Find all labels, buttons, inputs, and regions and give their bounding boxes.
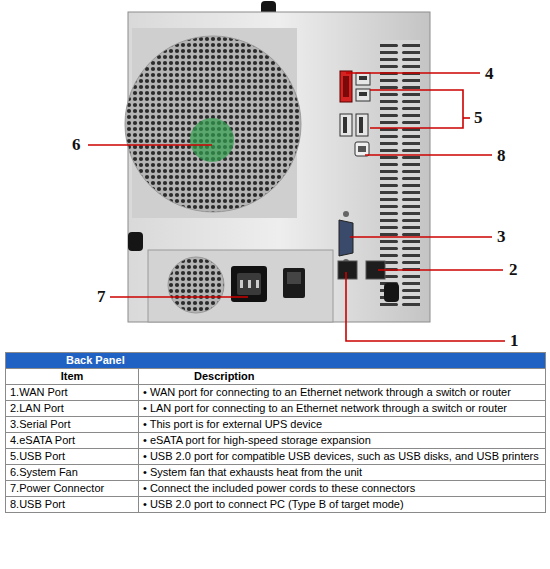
callout-number: 1: [510, 332, 519, 350]
table-title-cell: Back Panel: [6, 353, 546, 369]
leader-line: [110, 296, 248, 298]
table-cell: • USB 2.0 port to connect PC (Type B of …: [139, 497, 546, 513]
table-row: 8.USB Port • USB 2.0 port to connect PC (…: [6, 497, 546, 513]
table-cell: • This port is for external UPS device: [139, 417, 546, 433]
fan-grille: [125, 36, 301, 212]
power-socket-inner: [237, 273, 261, 295]
table-cell: 2.LAN Port: [6, 401, 139, 417]
table-row: 7.Power Connector • Connect the included …: [6, 481, 546, 497]
usb-tongue: [359, 76, 367, 80]
table-cell: Item: [6, 369, 139, 385]
side-foot: [384, 283, 399, 302]
usb-port: [356, 89, 370, 101]
leader-line: [346, 72, 480, 74]
item-name: 1.WAN Port: [10, 386, 68, 398]
usb-b-core: [358, 146, 366, 152]
usb-port: [340, 114, 352, 136]
usb-tongue: [359, 92, 367, 96]
table-row: 6.System Fan • System fan that exhausts h…: [6, 465, 546, 481]
leader-line: [346, 272, 505, 341]
fan-hub: [190, 118, 234, 162]
item-description: • eSATA port for high-speed storage expa…: [143, 434, 371, 446]
callout-number: 3: [497, 228, 506, 246]
table-cell: • System fan that exhausts heat from the…: [139, 465, 546, 481]
item-description: • This port is for external UPS device: [143, 418, 322, 430]
item-name: 8.USB Port: [10, 498, 65, 510]
socket-pin: [256, 280, 259, 288]
side-vents: [380, 40, 420, 306]
serial-port: [339, 220, 353, 256]
callout-number: 2: [509, 261, 518, 279]
callout-number: 6: [72, 136, 81, 154]
socket-pin: [248, 280, 251, 288]
table-cell: • Connect the included power cords to th…: [139, 481, 546, 497]
fan-hub-grille: [190, 118, 234, 162]
usb-tongue: [343, 117, 347, 133]
callout-number: 7: [97, 288, 106, 306]
table-cell: 1.WAN Port: [6, 385, 139, 401]
item-description: • WAN port for connecting to an Ethernet…: [143, 386, 511, 398]
switch-rocker: [287, 272, 301, 284]
table-row: 3.Serial Port • This port is for external…: [6, 417, 546, 433]
table-wrapper: Back PanelItem Description 1.WAN Port • WAN…: [5, 352, 545, 513]
table-row: 4.eSATA Port • eSATA port for high-speed …: [6, 433, 546, 449]
usb-port: [356, 114, 368, 136]
table-title: Back Panel: [66, 354, 125, 366]
table-cell: • LAN port for connecting to an Ethernet…: [139, 401, 546, 417]
serial-screw: [343, 211, 349, 217]
wan-port: [338, 261, 357, 279]
table-cell: Description: [139, 369, 546, 385]
psu-fan-grille: [168, 257, 224, 313]
leader-bracket: [370, 90, 463, 128]
table-cell: 4.eSATA Port: [6, 433, 139, 449]
leader-line: [378, 269, 503, 271]
socket-pin: [240, 280, 243, 288]
usb-tongue: [359, 117, 363, 133]
back-panel-table: Back PanelItem Description 1.WAN Port • WAN…: [5, 352, 546, 513]
item-name: 6.System Fan: [10, 466, 78, 478]
table-cell: • eSATA port for high-speed storage expa…: [139, 433, 546, 449]
table-cell: 8.USB Port: [6, 497, 139, 513]
table-cell: • USB 2.0 port for compatible USB device…: [139, 449, 546, 465]
table-row: 1.WAN Port • WAN port for connecting to a…: [6, 385, 546, 401]
item-description: • USB 2.0 port for compatible USB device…: [143, 450, 539, 462]
table-row: 2.LAN Port • LAN port for connecting to a…: [6, 401, 546, 417]
power-switch: [283, 268, 305, 298]
leader-line: [350, 236, 492, 238]
table-cell: 7.Power Connector: [6, 481, 139, 497]
table-row: 5.USB Port • USB 2.0 port for compatible …: [6, 449, 546, 465]
item-name: 3.Serial Port: [10, 418, 71, 430]
leader-lines: [88, 73, 505, 341]
leader-line: [88, 144, 212, 146]
leader-line: [463, 117, 470, 119]
item-description: • USB 2.0 port to connect PC (Type B of …: [143, 498, 404, 510]
column-header: Description: [194, 370, 255, 382]
item-name: 7.Power Connector: [10, 482, 104, 494]
item-description: • LAN port for connecting to an Ethernet…: [143, 402, 507, 414]
table-cell: 3.Serial Port: [6, 417, 139, 433]
callout-number: 8: [497, 147, 506, 165]
table-cell: • WAN port for connecting to an Ethernet…: [139, 385, 546, 401]
table-cell: 6.System Fan: [6, 465, 139, 481]
item-name: 5.USB Port: [10, 450, 65, 462]
callout-number: 4: [485, 65, 494, 83]
callout-number: 5: [474, 109, 483, 127]
device-illustration: [0, 0, 550, 350]
esata-port: [340, 71, 352, 102]
usb-b-port: [355, 142, 369, 156]
item-name: 4.eSATA Port: [10, 434, 75, 446]
column-header: Item: [61, 370, 84, 382]
table-title-row: Back Panel: [6, 353, 546, 369]
table-cell: 5.USB Port: [6, 449, 139, 465]
item-description: • Connect the included power cords to th…: [143, 482, 415, 494]
item-name: 2.LAN Port: [10, 402, 64, 414]
table-row: Item Description: [6, 369, 546, 385]
power-supply: [148, 250, 333, 322]
item-description: • System fan that exhausts heat from the…: [143, 466, 362, 478]
usb-port: [356, 73, 370, 85]
esata-slot: [343, 76, 349, 97]
side-foot: [128, 232, 143, 251]
leader-line: [365, 154, 492, 156]
